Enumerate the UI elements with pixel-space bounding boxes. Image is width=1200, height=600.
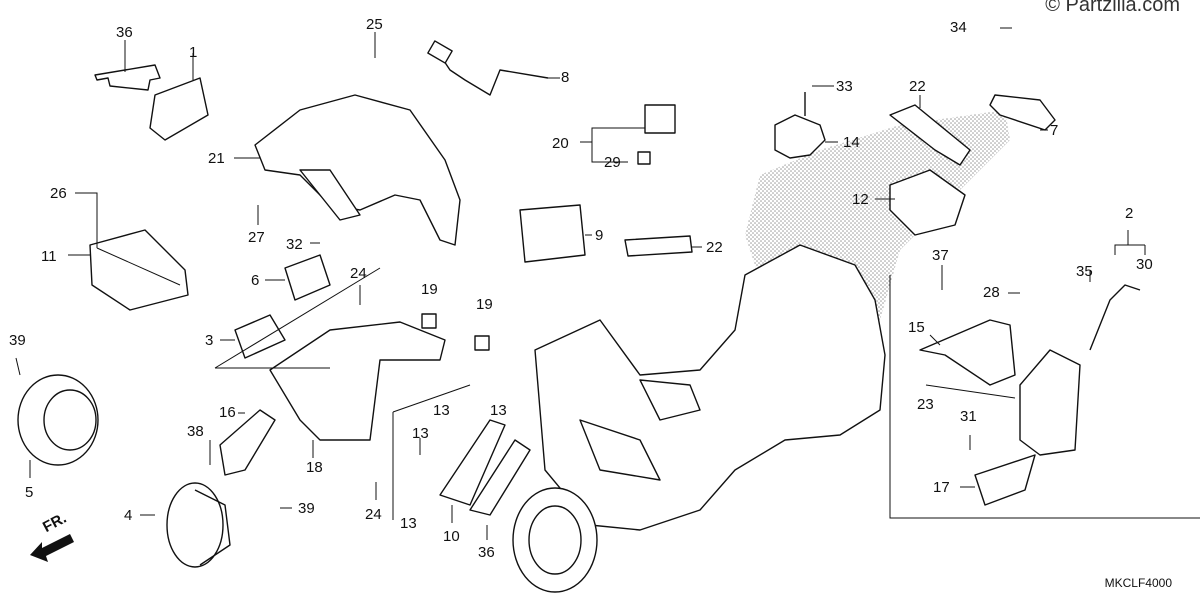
callout-31: 31	[960, 408, 977, 425]
diagram-code: MKCLF4000	[1104, 576, 1172, 590]
part-1-module	[149, 77, 209, 141]
part-2-regulator	[1019, 349, 1081, 456]
part-21-bracket	[254, 94, 461, 246]
callout-14: 14	[843, 134, 860, 151]
part-14-switch	[774, 114, 826, 159]
callout-4: 4	[124, 507, 133, 524]
part-22-cover	[889, 104, 971, 166]
part-8-sensor	[439, 54, 549, 96]
callout-19: 19	[421, 281, 438, 298]
callout-13-d: 13	[400, 515, 417, 532]
front-direction-arrow	[30, 534, 74, 562]
callout-28: 28	[983, 284, 1000, 301]
callout-2: 2	[1125, 205, 1134, 222]
part-6	[284, 254, 331, 301]
part-18-cover	[269, 321, 446, 441]
callout-35: 35	[1076, 263, 1093, 280]
callout-6: 6	[251, 272, 260, 289]
callout-20: 20	[552, 135, 569, 152]
part-3	[234, 314, 286, 359]
callout-13-a: 13	[433, 402, 450, 419]
callout-27: 27	[248, 229, 265, 246]
callout-32: 32	[286, 236, 303, 253]
callout-12: 12	[852, 191, 869, 208]
callout-16: 16	[219, 404, 236, 421]
callout-36-b: 36	[478, 544, 495, 561]
part-11-module	[89, 229, 189, 311]
callout-36: 36	[116, 24, 133, 41]
callout-23: 23	[917, 396, 934, 413]
callout-5: 5	[25, 484, 34, 501]
callout-7: 7	[1050, 122, 1059, 139]
callout-26: 26	[50, 185, 67, 202]
part-17	[974, 454, 1036, 506]
part-36-bracket	[94, 64, 161, 91]
callout-22-mid: 22	[706, 239, 723, 256]
part-9-ecu	[519, 204, 586, 263]
callout-13-c: 13	[412, 425, 429, 442]
callout-38: 38	[187, 423, 204, 440]
part-20-relay	[644, 104, 676, 134]
part-10-bracket	[439, 419, 506, 506]
callout-37: 37	[932, 247, 949, 264]
callout-21: 21	[208, 150, 225, 167]
callout-25: 25	[366, 16, 383, 33]
callout-18: 18	[306, 459, 323, 476]
part-4-horn	[166, 482, 224, 568]
callout-33: 33	[836, 78, 853, 95]
callout-15: 15	[908, 319, 925, 336]
front-wheel	[512, 487, 598, 593]
watermark: © Partzilla.com	[1045, 0, 1180, 16]
callout-24-b: 24	[365, 506, 382, 523]
callout-11: 11	[41, 248, 57, 265]
callout-34: 34	[950, 19, 967, 36]
callout-9: 9	[595, 227, 604, 244]
part-15-cover	[919, 319, 1016, 386]
callout-24: 24	[350, 265, 367, 282]
callout-17: 17	[933, 479, 950, 496]
callout-39-b: 39	[298, 500, 315, 517]
callout-22: 22	[909, 78, 926, 95]
callout-29: 29	[604, 154, 621, 171]
callout-8: 8	[561, 69, 570, 86]
callout-3: 3	[205, 332, 214, 349]
part-16-bracket	[219, 409, 276, 476]
callout-13-b: 13	[490, 402, 507, 419]
part-12-unit	[889, 169, 966, 236]
motorcycle-body	[534, 244, 886, 531]
callout-19-b: 19	[476, 296, 493, 313]
callout-1: 1	[189, 44, 198, 61]
part-22-cover-2	[624, 235, 693, 257]
callout-39: 39	[9, 332, 26, 349]
callout-10: 10	[443, 528, 460, 545]
callout-30: 30	[1136, 256, 1153, 273]
part-36-bracket-2	[469, 439, 531, 516]
